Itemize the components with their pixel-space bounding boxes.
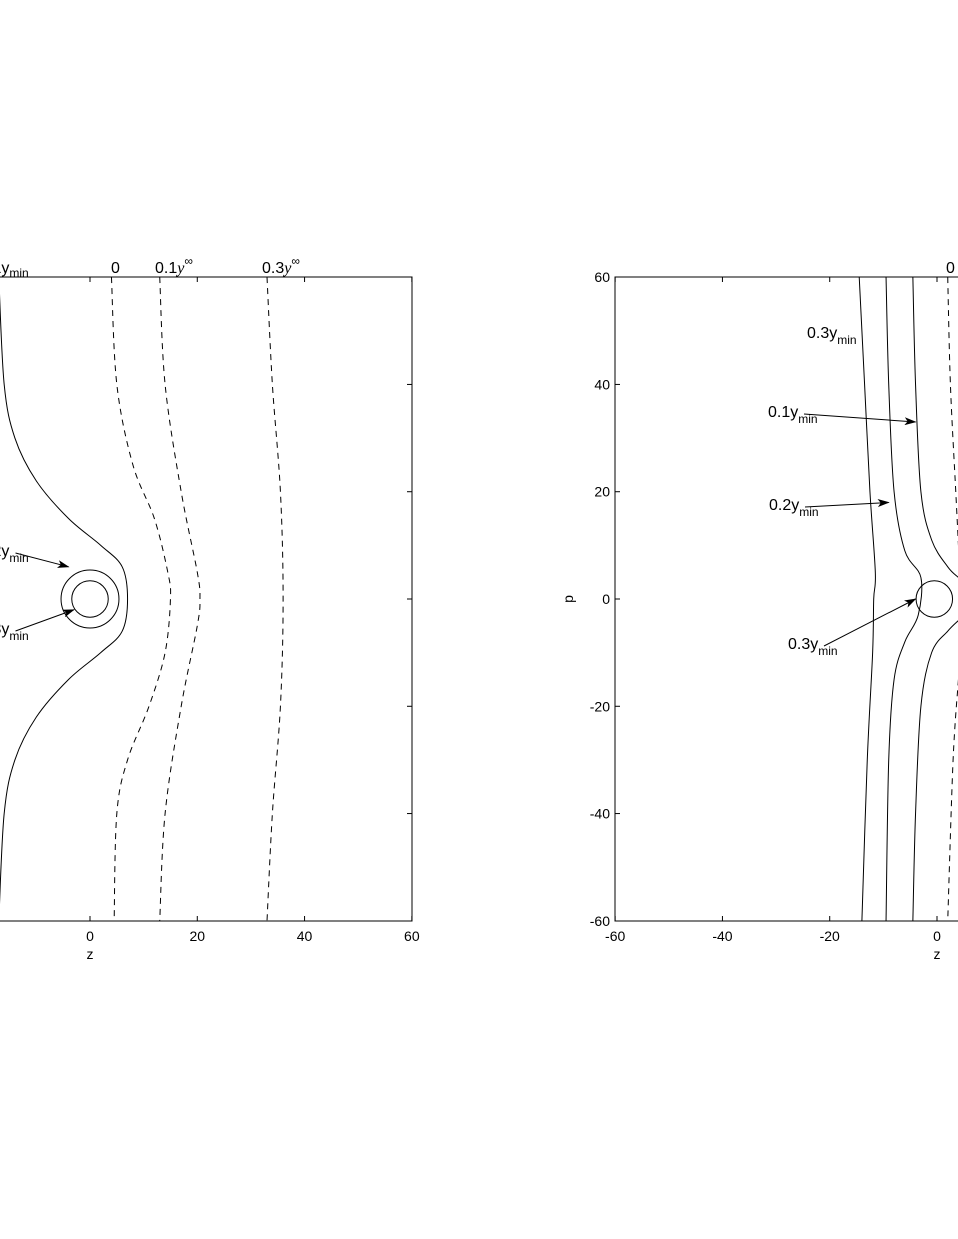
- annotation-label: 0.3ymin: [788, 636, 838, 658]
- plot-area: [0, 277, 284, 921]
- y-tick-label: 20: [594, 484, 610, 500]
- annotation-arrow: [15, 552, 70, 568]
- contour-line: [947, 679, 958, 921]
- contour-line: [912, 620, 958, 921]
- contour-line: [912, 277, 958, 578]
- annotation-arrow: [823, 598, 917, 647]
- y-axis-label: p: [560, 595, 576, 603]
- top-label: .1ymin: [0, 260, 29, 280]
- annotation-arrow: [803, 413, 917, 426]
- top-label: 0.1y∞: [155, 254, 193, 277]
- x-tick-label: 40: [297, 928, 313, 944]
- x-tick-label: -40: [712, 928, 732, 944]
- top-label: 0: [111, 260, 120, 277]
- top-label: 0: [946, 260, 955, 277]
- plot-area: [858, 277, 958, 921]
- contour-line: [159, 277, 201, 921]
- y-tick-label: 60: [594, 269, 610, 285]
- annotation-label: .2ymin: [0, 543, 29, 565]
- contour-line: [947, 277, 958, 546]
- y-tick-label: -40: [590, 806, 610, 822]
- annotation-arrow: [15, 609, 75, 632]
- annotation-label: .3ymin: [0, 621, 29, 643]
- x-tick-label: -60: [605, 928, 625, 944]
- contour-line: [266, 277, 284, 921]
- annotation-label: 0.1ymin: [768, 404, 818, 426]
- contour-circle: [71, 580, 109, 618]
- x-axis-label: z: [87, 946, 94, 962]
- contour-line: [885, 277, 923, 921]
- x-tick-label: 0: [933, 928, 941, 944]
- x-tick-label: 0: [86, 928, 94, 944]
- top-label: 0.3y∞: [262, 254, 300, 277]
- contour-line: [0, 293, 129, 905]
- x-axis-label: z: [934, 946, 941, 962]
- plot-left: 0 20 40 60 z .1ymin 0 0.1y∞ 0.3y∞ .2ymin .3ymin: [0, 254, 420, 962]
- y-tick-label: 0: [602, 591, 610, 607]
- axes-frame: [0, 276, 413, 922]
- plot-right: -60 -40 -20 0 -60 -40 -20 0 20 40 60 z p 0 0.3ymin 0.1y…: [560, 260, 958, 962]
- x-tick-label: -20: [820, 928, 840, 944]
- y-tick-label: -60: [590, 913, 610, 929]
- annotation-label: 0.3ymin: [807, 325, 857, 347]
- contour-circle: [60, 569, 120, 629]
- y-tick-label: -20: [590, 698, 610, 714]
- contour-line: [858, 277, 876, 921]
- annotation-arrow: [804, 499, 890, 508]
- contour-line: [110, 277, 172, 921]
- annotation-label: 0.2ymin: [769, 497, 819, 519]
- axes-frame: [614, 276, 958, 922]
- x-tick-label: 60: [404, 928, 420, 944]
- x-tick-label: 20: [189, 928, 205, 944]
- y-tick-label: 40: [594, 376, 610, 392]
